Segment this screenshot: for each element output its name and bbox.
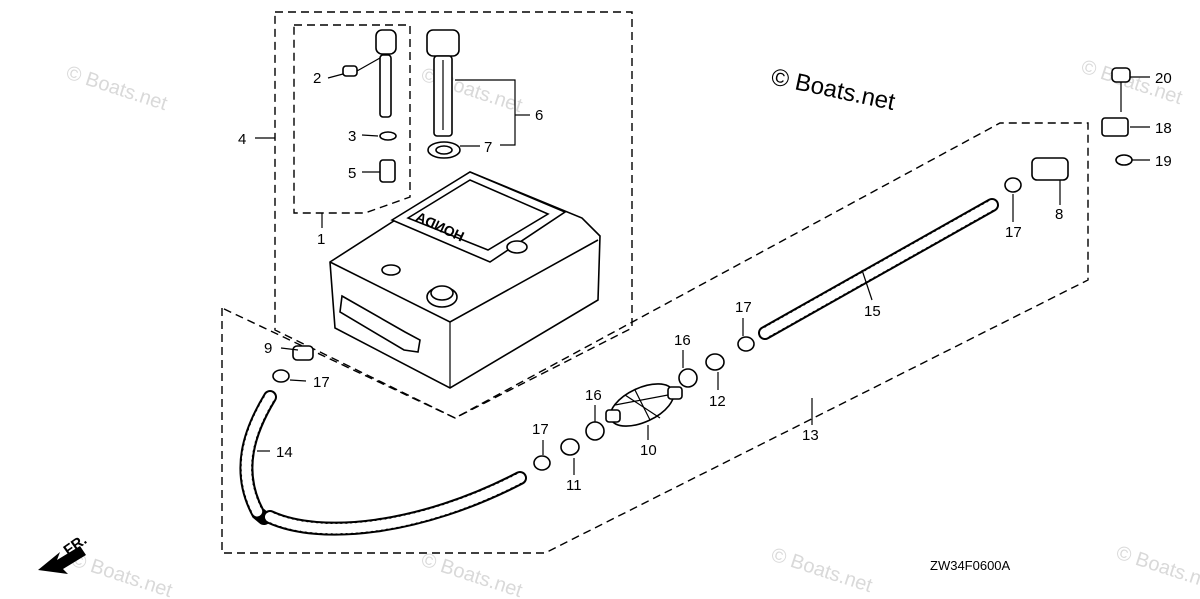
gasket-7-hole [435,145,453,155]
joint-9 [292,345,314,361]
callout-17-left: 17 [313,374,330,391]
front-arrow-icon [38,546,86,574]
watermark-bottom-left: © Boats.net [68,549,175,599]
clip-17-left [272,369,290,383]
clip-17-mid [533,455,551,471]
callout-20: 20 [1155,70,1172,87]
leader-lines [255,73,1150,475]
cap-subgroup-outline [293,24,411,214]
watermark-bottom-right: © Boats.net [1113,542,1200,595]
callout-8: 8 [1055,206,1063,223]
callout-16-left: 16 [585,387,602,404]
joint-11 [560,438,580,456]
fuel-gauge-6 [426,29,460,137]
callout-6: 6 [535,107,543,124]
connector-8 [1031,157,1069,181]
callout-19: 19 [1155,153,1172,170]
callout-9: 9 [264,340,272,357]
ring-16-right [678,368,698,388]
callout-3: 3 [348,128,356,145]
callout-7: 7 [484,139,492,156]
callout-14: 14 [276,444,293,461]
clip-17-top [1004,177,1022,193]
callout-1: 1 [317,231,325,248]
tank-group-outline [274,11,633,419]
callout-2: 2 [313,70,321,87]
filter-5 [379,159,396,183]
watermark-top-left: © Boats.net [63,62,170,115]
callout-labels: 1 2 3 4 5 6 7 8 9 10 11 12 13 14 15 16 1… [238,70,1172,494]
callout-12: 12 [709,393,726,410]
joint-18 [1101,117,1129,137]
callout-11: 11 [566,477,582,494]
ring-16-left [585,421,605,441]
callout-17-right: 17 [735,299,752,316]
primer-bulb-10 [605,383,683,427]
callout-17-mid: 17 [532,421,549,438]
hose-group-outline [221,122,1089,554]
diagram-code: ZW34F0600A [930,558,1011,573]
callout-13: 13 [802,427,819,444]
fuel-tank: HONDA [329,171,601,389]
joint-12 [705,353,725,371]
vent-assembly [342,29,397,118]
callout-4: 4 [238,131,246,148]
washer-3 [379,131,397,141]
watermark-bottom-mid2: © Boats.net [768,544,875,597]
screw-20 [1111,67,1131,83]
callout-17-top: 17 [1005,224,1022,241]
callout-15: 15 [864,303,881,320]
callout-5: 5 [348,165,356,182]
washer-19 [1115,154,1133,166]
callout-16-right: 16 [674,332,691,349]
callout-18: 18 [1155,120,1172,137]
clip-17-right [737,336,755,352]
copyright-label: © Boats.net [769,63,898,116]
watermark-bottom-mid: © Boats.net [418,549,525,599]
callout-10: 10 [640,442,657,459]
